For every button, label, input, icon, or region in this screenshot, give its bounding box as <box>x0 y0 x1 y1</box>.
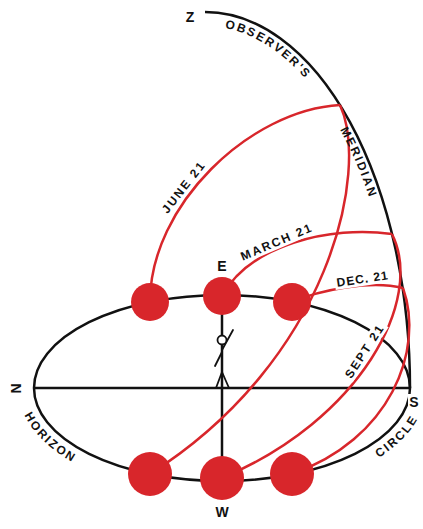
sun-disc <box>131 283 169 321</box>
horizon-label: HORIZON CIRCLE <box>22 410 421 502</box>
sun-disc <box>273 283 311 321</box>
east-west-line <box>221 296 224 478</box>
compass-letter-box: W <box>214 503 230 519</box>
compass-letter-box: E <box>216 257 228 273</box>
compass-letter: E <box>216 258 227 274</box>
horizon-label: HORIZON CIRCLE <box>22 410 421 502</box>
compass-letter: N <box>7 382 23 394</box>
sun-paths <box>150 105 409 478</box>
date-label: MARCH 21 <box>237 219 317 264</box>
compass-letter-box: S <box>408 393 420 409</box>
june-rise-path <box>150 105 340 302</box>
zenith-letter-box: Z <box>185 8 196 24</box>
compass-letter: W <box>214 504 229 520</box>
zenith-letter: Z <box>185 9 196 25</box>
horizon-ellipse <box>34 295 410 481</box>
sun-discs <box>128 277 314 500</box>
date-label: JUNE 21 <box>158 156 210 217</box>
compass-letter: S <box>408 394 419 410</box>
observer-figure <box>215 330 233 388</box>
date-label-box: DEC. 21 <box>333 265 391 287</box>
sun-disc <box>203 277 241 315</box>
meridian-label: OBSERVER'S MERIDIAN <box>224 17 380 200</box>
meridian-arc <box>205 12 410 388</box>
meridian-label: OBSERVER'S MERIDIAN <box>224 17 380 200</box>
date-label: SEPT 21 <box>341 320 389 383</box>
march-set-path <box>222 234 400 478</box>
compass-letter-box: N <box>6 382 22 395</box>
